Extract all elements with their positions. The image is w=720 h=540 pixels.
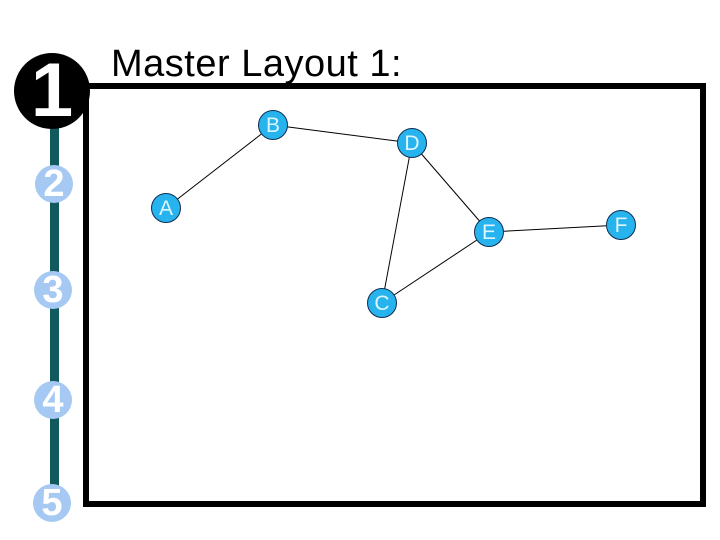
graph-node-F[interactable]: F [606, 210, 636, 240]
graph-node-E[interactable]: E [474, 217, 504, 247]
graph-node-B[interactable]: B [258, 110, 288, 140]
graph-node-A[interactable]: A [151, 193, 181, 223]
graph-node-C[interactable]: C [367, 288, 397, 318]
slide-title: Master Layout 1: [111, 43, 403, 85]
graph-node-D[interactable]: D [397, 128, 427, 158]
sidebar-step-3[interactable]: 3 [34, 271, 72, 309]
sidebar-step-1-active[interactable]: 1 [14, 53, 90, 129]
sidebar-step-2[interactable]: 2 [35, 165, 73, 203]
step-timeline-line [50, 120, 59, 505]
slide-frame [83, 83, 706, 507]
sidebar-step-5[interactable]: 5 [33, 484, 71, 522]
sidebar-step-4[interactable]: 4 [34, 381, 72, 419]
